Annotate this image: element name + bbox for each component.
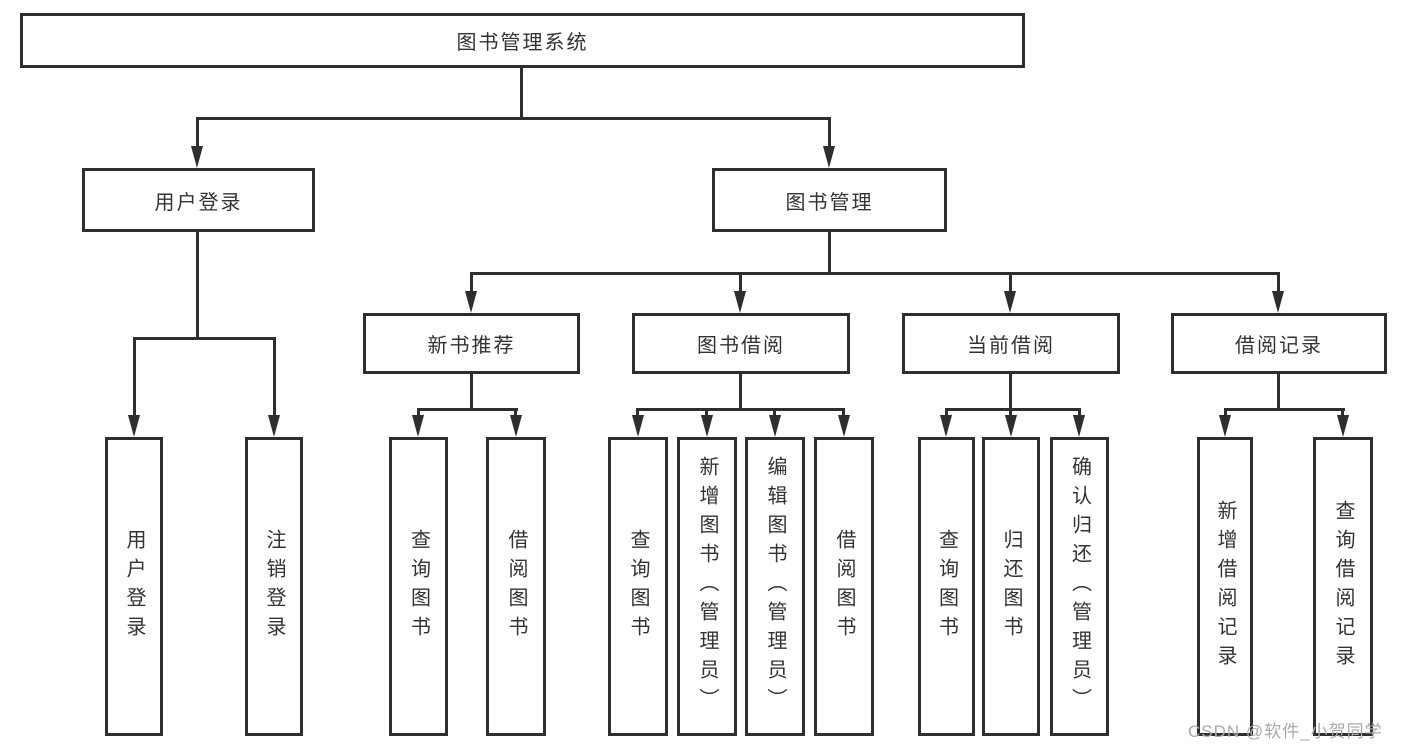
node-book-borrowing-label: 图书借阅 xyxy=(697,335,785,357)
arrow-down-icon xyxy=(734,291,746,313)
connector-line xyxy=(417,408,518,411)
arrow-down-icon xyxy=(823,146,835,168)
connector-line xyxy=(514,408,517,420)
node-new-book-recommend: 新书推荐 xyxy=(363,313,580,374)
arrow-down-icon xyxy=(465,291,477,313)
leaf-query-books-recommend-label: 查询图书 xyxy=(407,528,430,645)
node-library-system: 图书管理系统 xyxy=(20,13,1025,68)
connector-line xyxy=(273,337,276,419)
connector-line xyxy=(945,408,948,420)
leaf-return-books-label: 归还图书 xyxy=(1000,528,1022,645)
leaf-edit-books-admin: 编辑图书（管理员） xyxy=(745,437,805,736)
connector-line xyxy=(133,337,276,340)
connector-line xyxy=(470,272,473,296)
node-library-system-label: 图书管理系统 xyxy=(456,32,589,54)
leaf-add-borrow-record: 新增借阅记录 xyxy=(1197,437,1253,736)
connector-line xyxy=(828,232,831,275)
node-user-login-label: 用户登录 xyxy=(154,191,243,214)
arrow-down-icon xyxy=(191,146,203,168)
connector-line xyxy=(1224,408,1227,420)
arrow-down-icon xyxy=(1219,415,1231,437)
connector-line xyxy=(842,408,845,420)
connector-line xyxy=(773,408,776,420)
arrow-down-icon xyxy=(632,415,644,437)
arrow-down-icon xyxy=(1272,291,1284,313)
leaf-query-borrow-record-label: 查询借阅记录 xyxy=(1332,499,1354,674)
leaf-confirm-return-admin: 确认归还（管理员） xyxy=(1050,437,1109,736)
leaf-query-books-current: 查询图书 xyxy=(918,437,975,736)
node-user-login: 用户登录 xyxy=(82,168,315,232)
node-book-management: 图书管理 xyxy=(712,168,947,232)
leaf-query-books-borrowing-label: 查询图书 xyxy=(627,528,649,645)
connector-line xyxy=(1277,374,1280,411)
connector-line xyxy=(470,272,1280,275)
arrow-down-icon xyxy=(838,415,850,437)
connector-line xyxy=(1224,408,1345,411)
connector-line xyxy=(196,117,199,150)
connector-line xyxy=(470,374,473,411)
connector-line xyxy=(1009,374,1012,411)
leaf-add-books-admin: 新增图书（管理员） xyxy=(677,437,737,736)
connector-line xyxy=(196,117,831,120)
leaf-borrow-books-recommend: 借阅图书 xyxy=(486,437,546,736)
leaf-borrow-books-borrowing-label: 借阅图书 xyxy=(833,528,855,645)
leaf-user-login-label: 用户登录 xyxy=(123,528,145,645)
node-borrowing-records-label: 借阅记录 xyxy=(1235,335,1323,357)
connector-line xyxy=(705,408,708,420)
arrow-down-icon xyxy=(412,415,424,437)
arrow-down-icon xyxy=(1337,415,1349,437)
leaf-return-books: 归还图书 xyxy=(982,437,1040,736)
node-borrowing-records: 借阅记录 xyxy=(1171,313,1387,374)
leaf-edit-books-admin-label: 编辑图书（管理员） xyxy=(764,456,786,717)
arrow-down-icon xyxy=(510,415,522,437)
leaf-add-books-admin-label: 新增图书（管理员） xyxy=(696,456,718,717)
connector-line xyxy=(739,272,742,296)
arrow-down-icon xyxy=(1005,415,1017,437)
connector-line xyxy=(1277,272,1280,296)
leaf-logout-login: 注销登录 xyxy=(245,437,303,736)
connector-line xyxy=(1341,408,1344,420)
leaf-query-books-borrowing: 查询图书 xyxy=(608,437,668,736)
connector-line xyxy=(945,408,1081,411)
connector-line xyxy=(828,117,831,150)
leaf-user-login: 用户登录 xyxy=(105,437,163,736)
connector-line xyxy=(417,408,420,420)
node-book-management-label: 图书管理 xyxy=(785,191,874,214)
arrow-down-icon xyxy=(1004,291,1016,313)
arrow-down-icon xyxy=(1073,415,1085,437)
leaf-query-borrow-record: 查询借阅记录 xyxy=(1313,437,1373,736)
leaf-query-books-recommend: 查询图书 xyxy=(389,437,448,736)
node-book-borrowing: 图书借阅 xyxy=(632,313,850,374)
arrow-down-icon xyxy=(940,415,952,437)
connector-line xyxy=(636,408,845,411)
connector-line xyxy=(636,408,639,420)
connector-line xyxy=(133,337,136,419)
connector-line xyxy=(1078,408,1081,420)
csdn-watermark: CSDN @软件_小贺同学 xyxy=(1188,722,1383,741)
leaf-confirm-return-admin-label: 确认归还（管理员） xyxy=(1068,456,1091,717)
connector-line xyxy=(1009,272,1012,296)
arrow-down-icon xyxy=(769,415,781,437)
leaf-borrow-books-borrowing: 借阅图书 xyxy=(814,437,874,736)
leaf-logout-login-label: 注销登录 xyxy=(263,528,285,645)
node-current-borrowing: 当前借阅 xyxy=(902,313,1120,374)
leaf-query-books-current-label: 查询图书 xyxy=(935,528,958,645)
connector-line xyxy=(739,374,742,411)
arrow-down-icon xyxy=(701,415,713,437)
leaf-borrow-books-recommend-label: 借阅图书 xyxy=(505,528,527,645)
connector-line xyxy=(1009,408,1012,420)
node-new-book-recommend-label: 新书推荐 xyxy=(427,335,516,357)
arrow-down-icon xyxy=(128,415,140,437)
connector-line xyxy=(520,68,523,118)
arrow-down-icon xyxy=(268,415,280,437)
leaf-add-borrow-record-label: 新增借阅记录 xyxy=(1214,499,1236,674)
connector-line xyxy=(196,232,199,340)
node-current-borrowing-label: 当前借阅 xyxy=(967,335,1055,357)
